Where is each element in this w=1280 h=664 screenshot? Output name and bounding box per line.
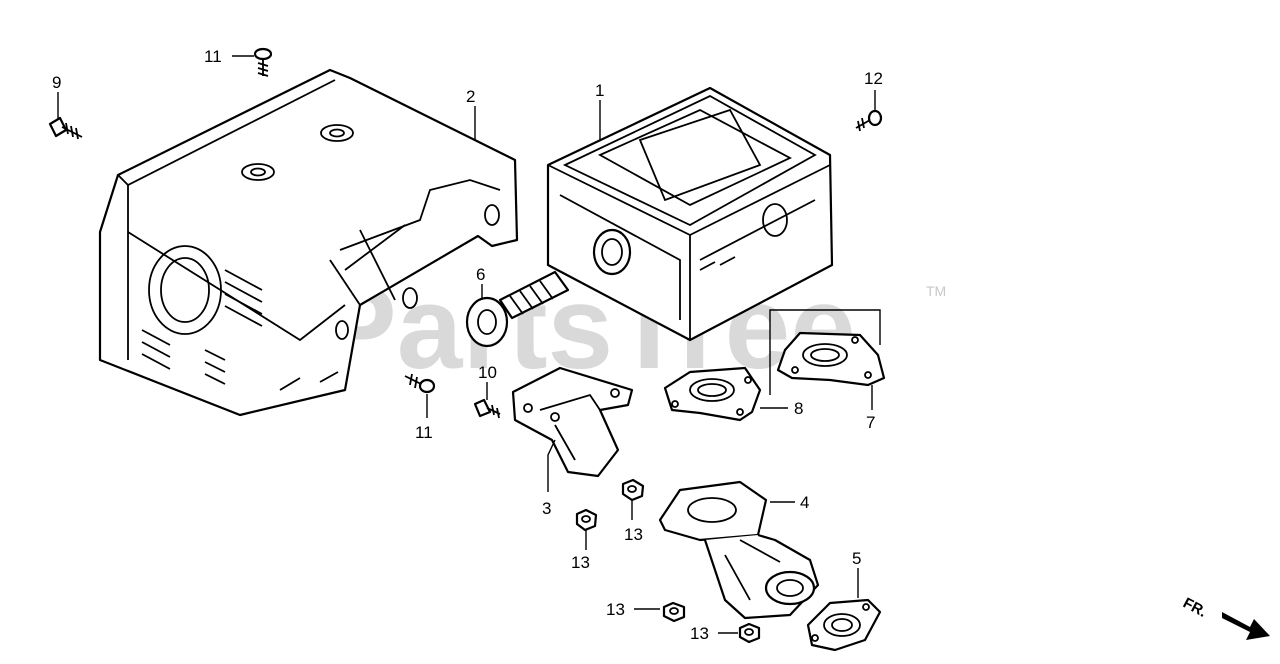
nut-part-13-b[interactable] [575, 508, 598, 532]
callout-13-a: 13 [624, 525, 643, 544]
nut-part-13-d[interactable] [738, 622, 761, 644]
screw-part-11-lower[interactable] [404, 373, 436, 394]
callout-10: 10 [478, 363, 497, 382]
front-direction-indicator: FR. [1180, 595, 1270, 640]
front-direction-label: FR. [1180, 595, 1209, 621]
bolt-part-10[interactable] [473, 398, 501, 419]
callout-12: 12 [864, 69, 883, 88]
nut-part-13-c[interactable] [662, 601, 686, 623]
nut-part-13-a[interactable] [621, 478, 645, 502]
spark-arrester-part-6[interactable] [465, 270, 570, 348]
front-arrow-icon [1222, 612, 1270, 640]
callout-13-b: 13 [571, 553, 590, 572]
gasket-part-7[interactable] [776, 331, 886, 387]
callout-5: 5 [852, 549, 861, 568]
callout-1: 1 [595, 81, 604, 100]
callout-4: 4 [800, 493, 809, 512]
muffler-bracket-part-3[interactable] [511, 366, 634, 478]
callout-8: 8 [794, 399, 803, 418]
callout-6: 6 [476, 265, 485, 284]
screw-part-11-top[interactable] [253, 47, 273, 77]
gasket-group-bracket-line [769, 309, 881, 395]
callout-9: 9 [52, 73, 61, 92]
muffler-protector-part-2[interactable] [98, 68, 519, 417]
callout-2: 2 [466, 87, 475, 106]
trademark-symbol: TM [926, 283, 946, 299]
callout-13-d: 13 [690, 624, 709, 643]
bolt-part-9[interactable] [48, 116, 83, 140]
gasket-part-8[interactable] [663, 366, 762, 422]
muffler-body-part-1[interactable] [546, 86, 834, 342]
gasket-part-5[interactable] [806, 598, 882, 652]
callout-7: 7 [866, 413, 875, 432]
callout-13-c: 13 [606, 600, 625, 619]
callout-3: 3 [542, 499, 551, 518]
callout-11-top: 11 [204, 47, 222, 66]
exhaust-pipe-part-4[interactable] [658, 480, 820, 620]
screw-part-12[interactable] [855, 109, 883, 132]
leader-lines [57, 55, 876, 634]
callout-11-lower: 11 [415, 423, 433, 442]
